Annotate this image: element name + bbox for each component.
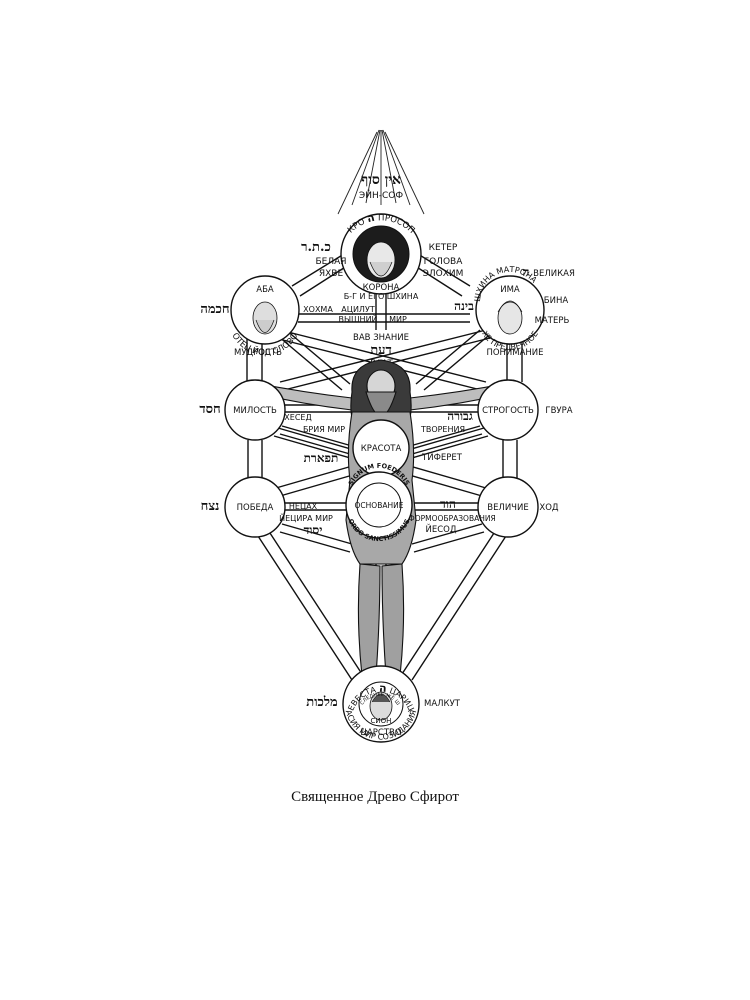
figure-caption: Священное Древо Сфирот xyxy=(291,789,459,805)
gevurah-inner-label: СТРОГОСТЬ xyxy=(482,406,534,416)
hod-hebrew: הוד xyxy=(440,497,456,511)
chokhmah-below-label: МУДРОСТЬ xyxy=(234,348,282,358)
binah-inner-label: ИМА xyxy=(500,285,520,295)
ein-sof-hebrew: אין סוף xyxy=(361,172,401,188)
keter-right-line-2: ЭЛОХИМ xyxy=(423,269,464,279)
binah-sefirah: ИМА ШХИНА МАТРОНА ХЕ ПРЕДВЕЧНОЕ xyxy=(473,265,545,352)
malkhut-arc-top: НЕВЕСТА ה ЦАРИЦА xyxy=(0,0,416,713)
daat-top: ВАВ ЗНАНИЕ xyxy=(353,333,409,343)
malkhut-arc-inner: ЖЕ ПОСЛЕДНЕЕ ЖЕ ШЕХИНА xyxy=(0,0,401,707)
daat-hebrew: דעת xyxy=(370,343,392,358)
malkhut-label: МАЛКУТ xyxy=(424,699,461,709)
netzach-path-label: НЕЦАХ xyxy=(289,502,318,511)
gevurah-hebrew: גבורה xyxy=(447,409,473,423)
yesod-hebrew: יסוד xyxy=(304,523,323,537)
malkhut-sefirah: НЕВЕСТА ה ЦАРИЦА ЖЕ ПОСЛЕДНЕЕ ЖЕ ШЕХИНА … xyxy=(0,0,420,743)
yesod-inner-label: ОСНОВАНИЕ xyxy=(355,501,404,510)
tiferet-hebrew: תפארת xyxy=(304,451,339,465)
malkhut-hebrew: מלכות xyxy=(306,695,338,710)
malkhut-below: ЦАРСТВО xyxy=(360,728,401,738)
ein-sof-rays xyxy=(337,129,425,215)
chokhmah-hebrew: חכמה xyxy=(200,302,229,317)
world-briyah-2: ТВОРЕНИЯ xyxy=(420,425,465,434)
tiferet-outer-label: ТИФЕРЕТ xyxy=(421,453,463,463)
hod-outer-label: ХОД xyxy=(539,503,559,513)
chokhmah-path-label: ХОХМА xyxy=(303,305,333,314)
yesod-path-label: ЙЕСОД xyxy=(426,523,457,535)
world-atzilut-1: АЦИЛУТ xyxy=(341,305,375,314)
hod-sefirah: ВЕЛИЧИЕ xyxy=(477,476,539,538)
gevurah-outer-label: ГВУРА xyxy=(545,406,572,416)
world-atzilut-3: МИР xyxy=(389,315,407,324)
hod-inner-label: ВЕЛИЧИЕ xyxy=(487,503,529,513)
netzach-sefirah: ПОБЕДА xyxy=(224,476,286,538)
chokhmah-inner-label: АБА xyxy=(256,285,274,295)
keter-below-line-2: Б-Г И ЕГО ШХИНА xyxy=(344,292,419,301)
netzach-hebrew: נצח xyxy=(201,499,220,514)
keter-sefirah: МАКРО ה ПРОСОПОС xyxy=(0,0,422,295)
world-yetzirah-2: ФОРМООБРАЗОВАНИЯ xyxy=(408,514,495,523)
gevurah-sefirah: СТРОГОСТЬ xyxy=(477,379,539,441)
world-briyah-1: БРИЯ МИР xyxy=(303,425,345,434)
keter-below-line-1: КОРОНА xyxy=(363,283,400,293)
tiferet-sefirah: КРАСОТА xyxy=(352,419,410,477)
tiferet-inner-label: КРАСОТА xyxy=(361,444,402,454)
ein-sof-label: ЭЙН-СОФ xyxy=(359,189,403,201)
keter-name: КЕТЕР xyxy=(429,243,458,253)
chesed-inner-label: МИЛОСТЬ xyxy=(233,406,277,416)
keter-right-line-1: ГОЛОВА xyxy=(424,257,464,267)
chesed-sefirah: МИЛОСТЬ xyxy=(224,379,286,441)
chokhmah-sefirah: АБА ОТЕЦ ЙОД СЛОВО xyxy=(230,275,301,358)
chesed-path-label: ХЕСЕД xyxy=(284,413,311,422)
binah-right-top: ВЕЛИКАЯ xyxy=(533,269,575,279)
world-atzilut-2: ВЫШНИЙ xyxy=(338,313,377,324)
chesed-hebrew: חסד xyxy=(199,402,220,417)
binah-letter: ה xyxy=(523,265,530,279)
yesod-sefirah: SIGNUM FOEDERIS ORDO SANCTISSIMUS ОСНОВА… xyxy=(345,462,413,543)
malkhut-zion: СИОН xyxy=(371,717,392,725)
binah-right-mid: БИНА xyxy=(544,296,569,306)
binah-right-low: МАТЕРЬ xyxy=(535,316,570,326)
keter-left-line-1: БЕЛАЯ xyxy=(315,257,346,267)
netzach-inner-label: ПОБЕДА xyxy=(237,503,274,513)
keter-left-line-2: ЯХВЕ xyxy=(319,269,344,279)
keter-hebrew: כ.ת.ר xyxy=(301,240,331,255)
world-yetzirah-1: ЙЕЦИРА МИР xyxy=(279,512,333,523)
binah-hebrew: בינה xyxy=(454,299,474,313)
binah-below-label: ПОНИМАНИЕ xyxy=(486,348,543,358)
